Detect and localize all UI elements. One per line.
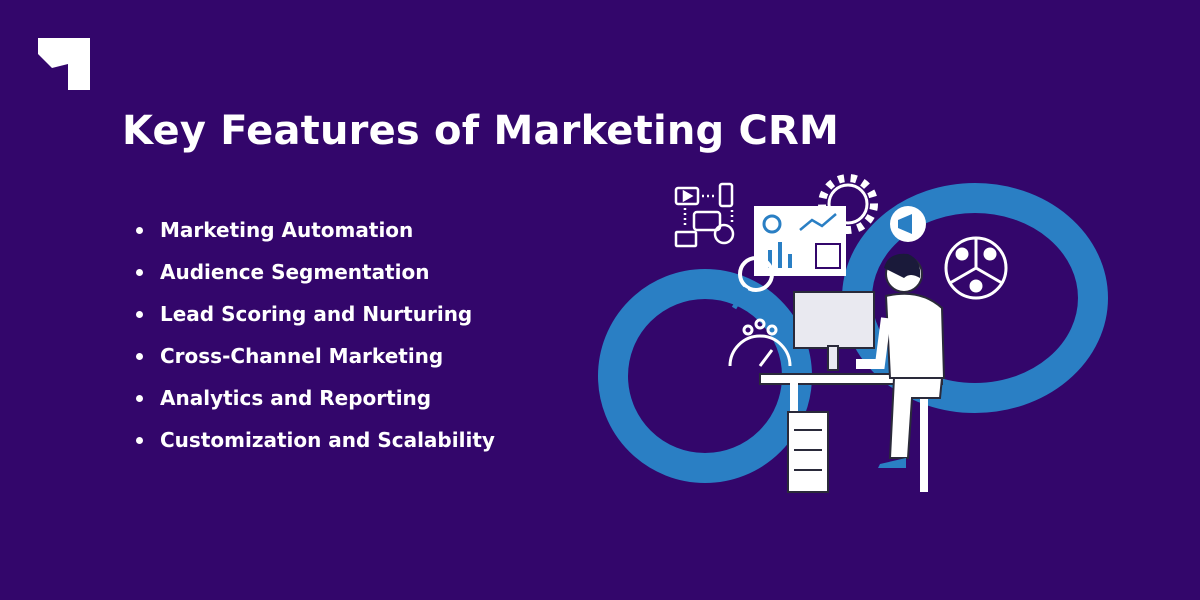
gear-icon: [818, 174, 878, 234]
feature-list: Marketing Automation Audience Segmentati…: [136, 212, 495, 464]
megaphone-icon: [890, 206, 926, 242]
person-figure: [856, 253, 946, 468]
feature-item-cross-channel: Cross-Channel Marketing: [136, 338, 495, 380]
crm-illustration: [598, 174, 1108, 493]
feature-item-analytics: Analytics and Reporting: [136, 380, 495, 422]
feature-item-audience-segmentation: Audience Segmentation: [136, 254, 495, 296]
channels-icon: [674, 182, 735, 248]
feature-item-lead-scoring: Lead Scoring and Nurturing: [136, 296, 495, 338]
rating-gauge-icon: [728, 318, 792, 367]
feature-item-marketing-automation: Marketing Automation: [136, 212, 495, 254]
page-title: Key Features of Marketing CRM: [122, 108, 840, 154]
magnifier-icon: [731, 256, 774, 310]
audience-segments-icon: [944, 236, 1008, 300]
desk: [759, 373, 943, 493]
computer-monitor: [793, 291, 875, 371]
feature-item-customization: Customization and Scalability: [136, 422, 495, 464]
arrow-logo-icon: [38, 38, 90, 90]
